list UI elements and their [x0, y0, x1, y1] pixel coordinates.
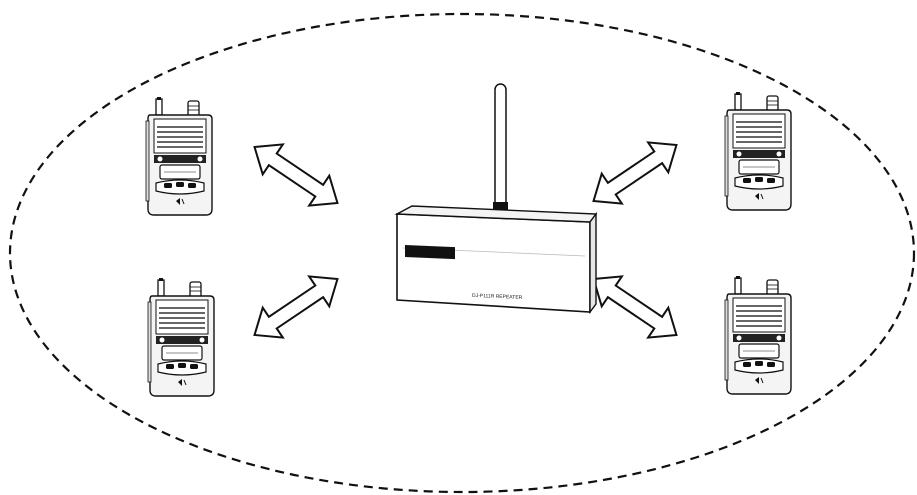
- repeater-icon: ALINCO DJ-P111R REPEATER: [394, 83, 598, 315]
- repeater-model-label: DJ-P111R REPEATER: [472, 293, 523, 301]
- radio-bottom-right: [724, 275, 792, 395]
- arrow-bottom-left: [243, 263, 349, 351]
- repeater-brand-label: ALINCO: [409, 264, 443, 275]
- radio-bottom-left: [147, 277, 215, 397]
- walkie-talkie-icon: [145, 96, 213, 216]
- radio-top-left: [145, 96, 213, 216]
- arrow-top-left: [243, 131, 349, 219]
- walkie-talkie-icon: [724, 275, 792, 395]
- radio-top-right: [724, 91, 792, 211]
- repeater: ALINCO DJ-P111R REPEATER: [394, 83, 598, 315]
- walkie-talkie-icon: [147, 277, 215, 397]
- arrow-bottom-right: [582, 263, 688, 351]
- arrow-top-right: [582, 129, 688, 217]
- walkie-talkie-icon: [724, 91, 792, 211]
- coverage-boundary: [8, 12, 916, 494]
